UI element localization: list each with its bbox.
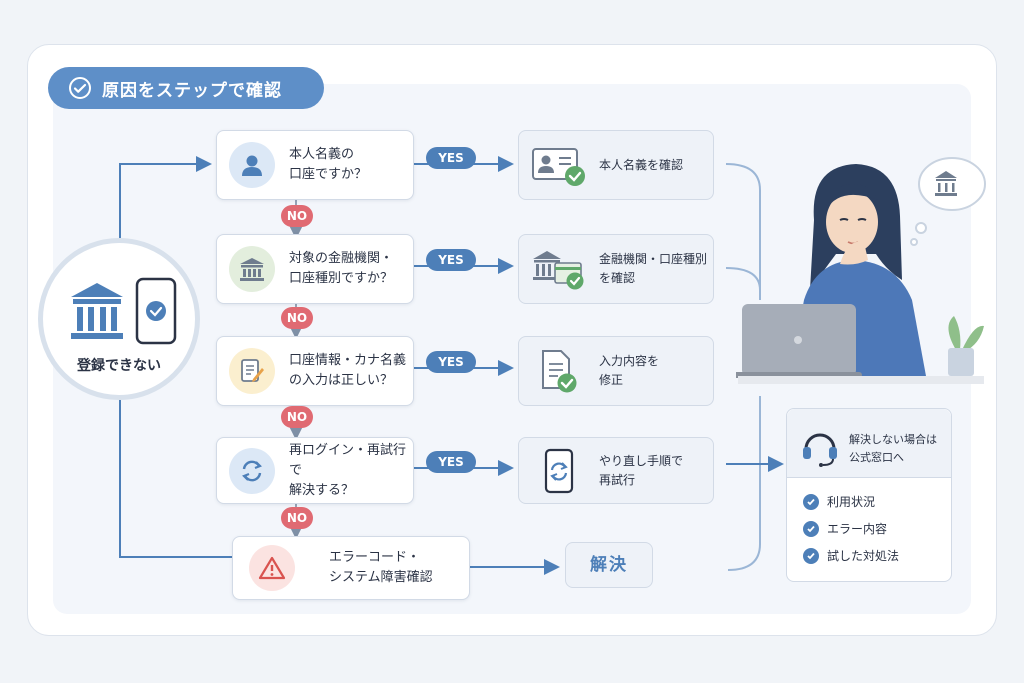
bank-icon (229, 246, 275, 292)
support-item-label: 試した対処法 (827, 549, 900, 563)
support-item: エラー内容 (803, 520, 887, 537)
resolved-box: 解決 (565, 542, 653, 588)
question-text: 本人名義の 口座ですか？ (289, 147, 368, 182)
question-text: 口座情報・カナ名義 の入力は正しい？ (289, 353, 407, 388)
start-label: 登録できない (77, 358, 161, 374)
question-step-4: 再ログイン・再試行で 解決する？ (216, 437, 414, 504)
refresh-icon (229, 447, 275, 494)
question-step-2: 対象の金融機関・ 口座種別ですか？ (216, 234, 414, 304)
check-circle-icon (69, 77, 91, 99)
answer-step-1: 本人名義を確認 (518, 130, 714, 200)
yes-badge: YES (426, 351, 476, 373)
no-badge: NO (281, 507, 313, 529)
question-text: 対象の金融機関・ 口座種別ですか？ (289, 251, 394, 286)
question-text: エラーコード・ システム障害確認 (329, 550, 433, 585)
page-title-text: 原因をステップで確認 (102, 80, 282, 101)
support-item-label: 利用状況 (827, 495, 876, 509)
answer-step-2: 金融機関・口座種別 を確認 (518, 234, 714, 304)
bank-card-check-icon (531, 246, 587, 292)
phone-refresh-icon (531, 448, 587, 494)
document-edit-icon (229, 348, 275, 394)
page-title: 原因をステップで確認 (48, 67, 324, 109)
support-item-label: エラー内容 (827, 522, 888, 536)
no-badge: NO (281, 307, 313, 329)
question-text: 再ログイン・再試行で 解決する？ (289, 442, 407, 498)
answer-text: 金融機関・口座種別 を確認 (599, 252, 708, 285)
no-badge: NO (281, 406, 313, 428)
warning-icon (249, 545, 295, 591)
answer-step-3: 入力内容を 修正 (518, 336, 714, 406)
question-step-3: 口座情報・カナ名義 の入力は正しい？ (216, 336, 414, 406)
check-icon (803, 547, 819, 564)
check-icon (803, 493, 819, 510)
no-badge: NO (281, 205, 313, 227)
bank-phone-icon (71, 277, 177, 345)
person-icon (229, 142, 275, 188)
document-check-icon (531, 348, 587, 394)
support-item: 利用状況 (803, 493, 875, 510)
yes-badge: YES (426, 451, 476, 473)
answer-text: やり直し手順で 再試行 (599, 453, 684, 487)
start-node: 登録できない (38, 238, 200, 400)
support-title: 解決しない場合は 公式窓口へ (849, 433, 937, 464)
question-step-1: 本人名義の 口座ですか？ (216, 130, 414, 200)
yes-badge: YES (426, 147, 476, 169)
question-step-5: エラーコード・ システム障害確認 (232, 536, 470, 600)
support-header: 解決しない場合は 公式窓口へ (787, 409, 951, 478)
id-card-check-icon (531, 142, 587, 188)
support-panel: 解決しない場合は 公式窓口へ 利用状況 エラー内容 試した対処法 (786, 408, 952, 582)
check-icon (803, 520, 819, 537)
answer-step-4: やり直し手順で 再試行 (518, 437, 714, 504)
answer-text: 入力内容を 修正 (599, 354, 660, 387)
answer-text: 本人名義を確認 (599, 157, 684, 172)
support-item: 試した対処法 (803, 547, 899, 564)
headset-icon (803, 433, 837, 467)
woman-thinking-illustration (736, 157, 986, 384)
yes-badge: YES (426, 249, 476, 271)
